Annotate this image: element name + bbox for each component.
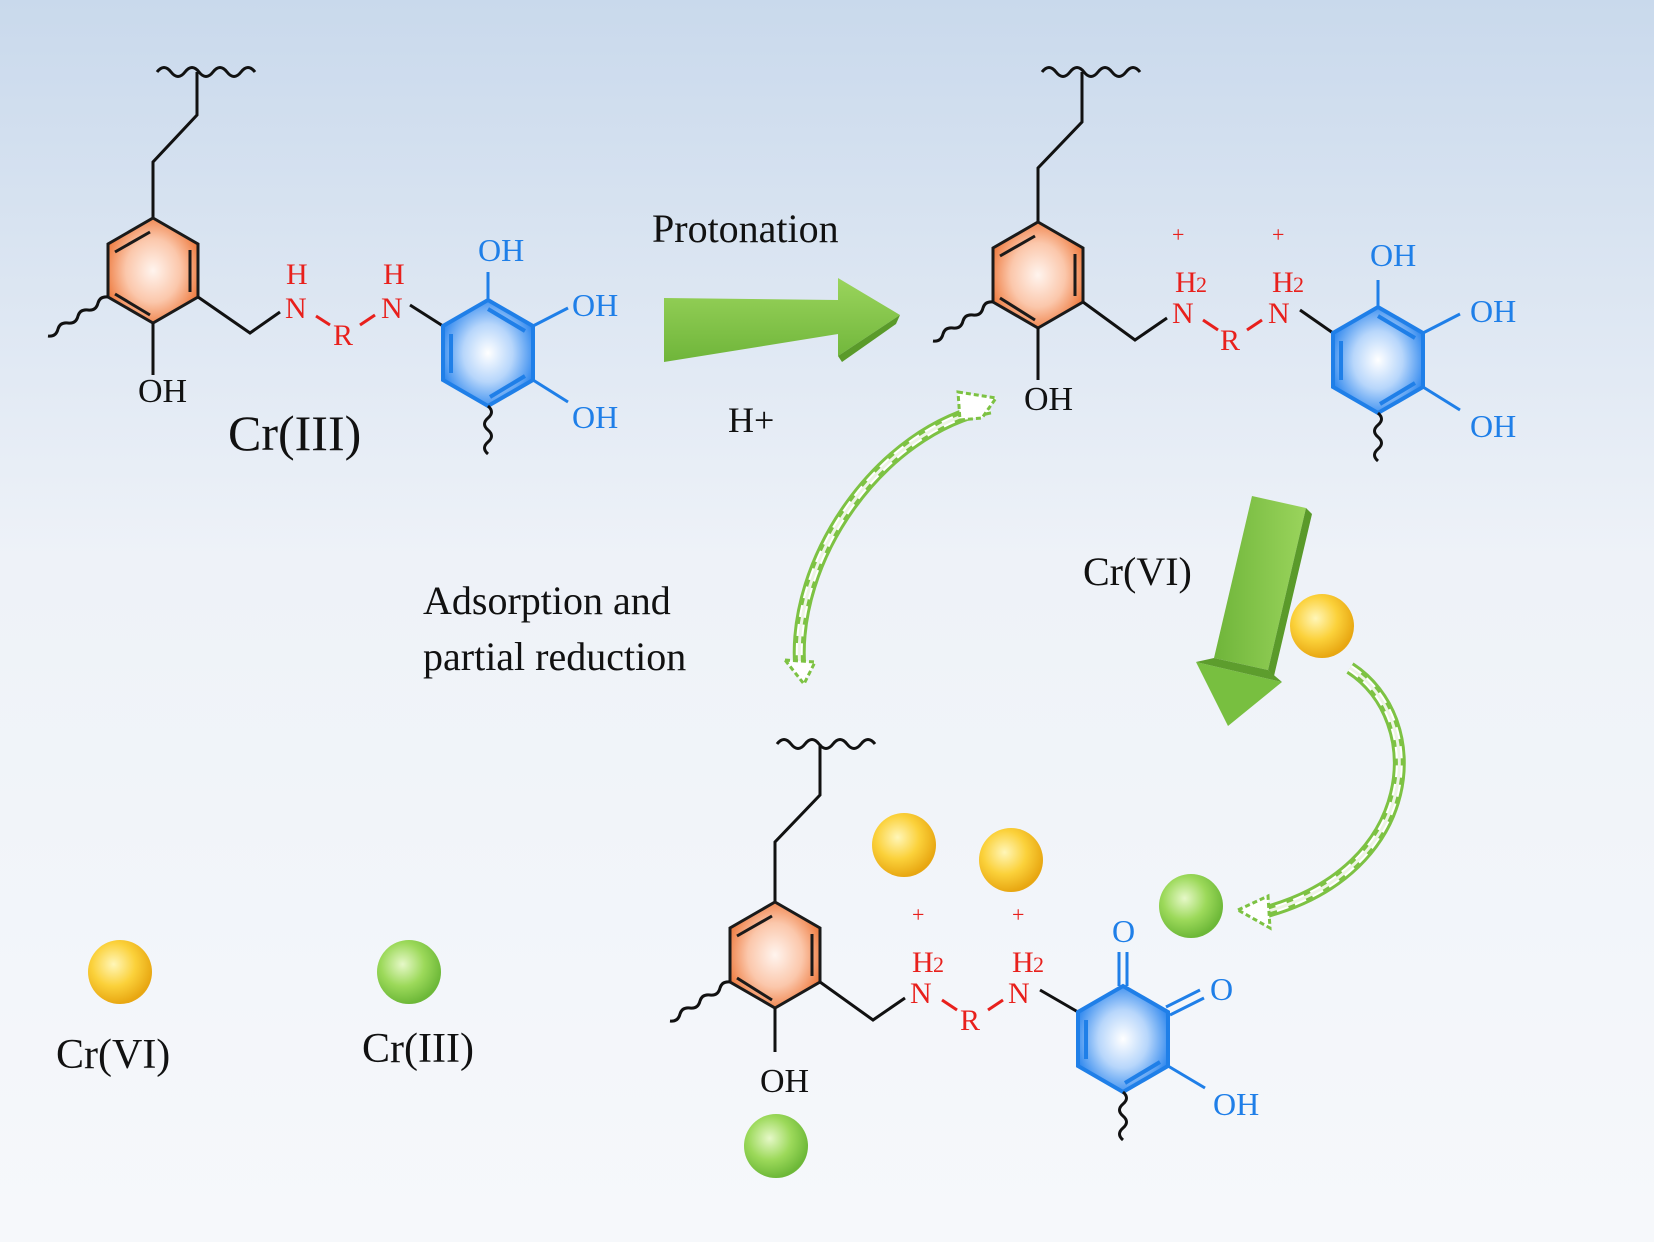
amine-n-1: N <box>285 292 307 325</box>
catechol-oh-bottom: OH <box>1470 408 1516 444</box>
plus-charge-1: + <box>1172 222 1184 247</box>
amine-n-2: N <box>1008 977 1030 1010</box>
protonation-arrow <box>664 278 900 362</box>
amine-n-1: N <box>910 977 932 1010</box>
mol1-cr-iii-label: Cr(III) <box>228 405 361 461</box>
legend-cr-iii-swatch <box>377 940 441 1004</box>
plus-charge-1: + <box>912 902 924 927</box>
legend-cr-vi-swatch <box>88 940 152 1004</box>
wavy-bond-left <box>932 300 994 343</box>
cr-vi-ion <box>979 828 1043 892</box>
amine-n-2: N <box>381 292 403 325</box>
amine-h2-sub-2: 2 <box>1293 272 1304 297</box>
r-group: R <box>1220 324 1240 357</box>
cr-vi-ion <box>872 813 936 877</box>
wavy-bond-top <box>155 66 257 78</box>
catechol-oh-bottom: OH <box>572 399 618 435</box>
propyl-chain <box>773 744 822 902</box>
molecule-initial: OH H N R H N OH OH OH Cr(III) <box>47 66 618 461</box>
molecule-oxidized: OH + H 2 N R + H 2 N O O OH <box>669 738 1259 1142</box>
wavy-bond-bottom <box>1373 411 1383 463</box>
phenol-oh: OH <box>138 373 187 410</box>
legend-cr-iii-label: Cr(III) <box>362 1026 474 1072</box>
catechol-oh-mid: OH <box>572 287 618 323</box>
reduction-curved-arrow <box>1234 662 1406 931</box>
amine-h-1: H <box>286 258 308 291</box>
wavy-bond-top <box>1040 66 1142 78</box>
cr-vi-arrow-label: Cr(VI) <box>1083 549 1192 594</box>
cr-iii-ion <box>744 1114 808 1178</box>
amine-h2-sub-1: 2 <box>1196 272 1207 297</box>
quinone-ring <box>1076 983 1170 1095</box>
r-group: R <box>333 319 353 352</box>
adsorption-label-line2: partial reduction <box>423 634 686 679</box>
propyl-chain <box>1036 72 1084 222</box>
quinone-o-right: O <box>1210 971 1233 1007</box>
amine-h2-1: H <box>912 946 934 979</box>
quinone-o-top: O <box>1112 913 1135 949</box>
r-group: R <box>960 1004 980 1037</box>
legend: Cr(VI) Cr(III) <box>56 940 474 1078</box>
adsorption-curved-arrow <box>781 390 999 687</box>
wavy-bond-bottom <box>1118 1090 1128 1142</box>
legend-cr-vi-label: Cr(VI) <box>56 1032 170 1078</box>
molecule-protonated: OH + H 2 N R + H 2 N OH OH OH <box>932 66 1516 463</box>
amine-h2-1: H <box>1175 266 1197 299</box>
plus-charge-2: + <box>1012 902 1024 927</box>
catechol-ring <box>1331 304 1425 416</box>
catechol-ring <box>441 297 535 409</box>
phenol-oh: OH <box>760 1063 809 1100</box>
wavy-bond-top <box>775 738 877 750</box>
catechol-oh-top: OH <box>1370 237 1416 273</box>
amine-h2-sub-1: 2 <box>933 952 944 977</box>
amine-n-2: N <box>1268 297 1290 330</box>
cr-vi-down-arrow <box>1196 496 1312 726</box>
wavy-bond-left <box>47 295 109 338</box>
propyl-chain <box>151 72 199 218</box>
protonation-label: Protonation <box>652 206 839 251</box>
catechol-oh-top: OH <box>478 232 524 268</box>
cr-vi-ion <box>1290 594 1354 658</box>
amine-h-2: H <box>383 258 405 291</box>
wavy-bond-left <box>669 980 731 1023</box>
plus-charge-2: + <box>1272 222 1284 247</box>
catechol-oh-mid: OH <box>1470 293 1516 329</box>
amine-h2-2: H <box>1012 946 1034 979</box>
amine-h2-sub-2: 2 <box>1033 952 1044 977</box>
phenol-oh: OH <box>1024 381 1073 418</box>
wavy-bond-bottom <box>483 404 493 456</box>
quinone-oh: OH <box>1213 1086 1259 1122</box>
h-plus-label: H+ <box>728 400 774 440</box>
amine-h2-2: H <box>1272 266 1294 299</box>
adsorption-label-line1: Adsorption and <box>423 578 671 623</box>
cr-iii-ion <box>1159 874 1223 938</box>
amine-n-1: N <box>1172 297 1194 330</box>
